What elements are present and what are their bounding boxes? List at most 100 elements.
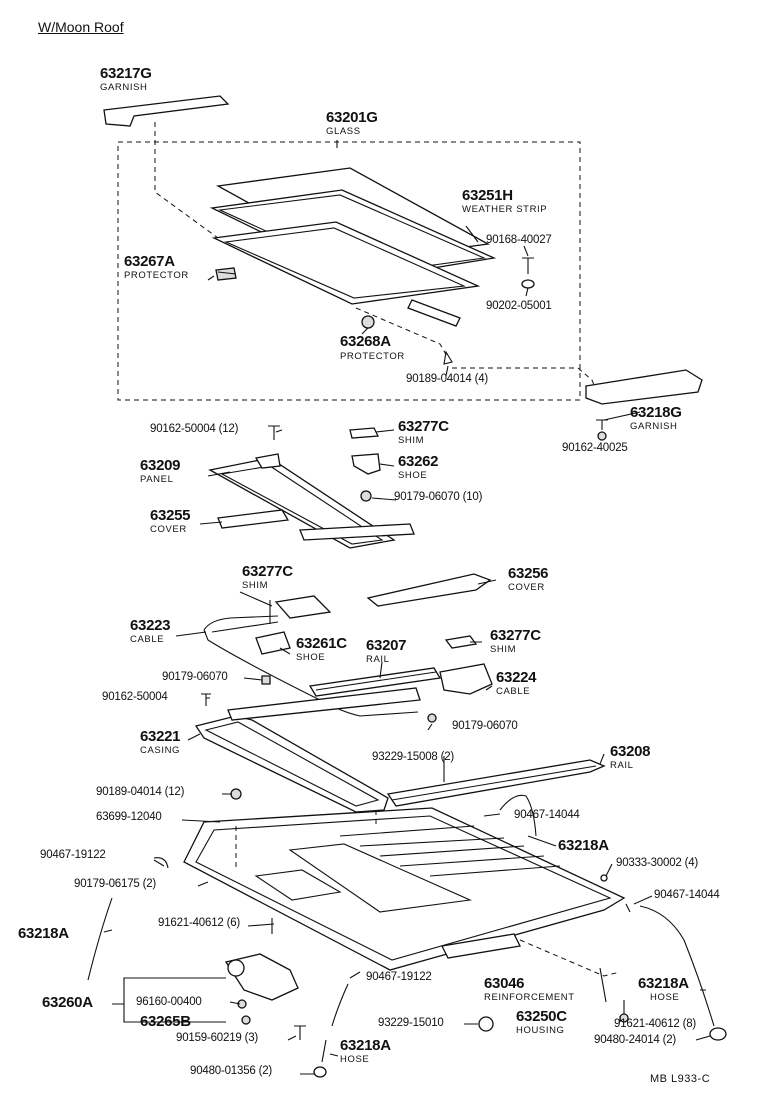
fastener-90179-06070-10: 90179-06070 (10) bbox=[394, 491, 483, 503]
fastener-90179-06175-2: 90179-06175 (2) bbox=[74, 878, 157, 890]
protector-63268a-shape bbox=[361, 315, 375, 329]
hose-63218a-right-shape bbox=[639, 905, 715, 1027]
part-number-63250c: 63250C bbox=[516, 1008, 567, 1025]
glass-assembly-boundary bbox=[117, 141, 581, 401]
fastener-90162-50004-12: 90162-50004 (12) bbox=[150, 423, 239, 435]
part-number-63265b: 63265B bbox=[140, 1013, 191, 1030]
part-number-63256: 63256 bbox=[508, 565, 549, 582]
panel-63209-shape bbox=[208, 457, 396, 549]
part-name-hose-right: HOSE bbox=[650, 992, 680, 1003]
part-number-63209: 63209 bbox=[140, 457, 181, 474]
fastener-96160-00400: 96160-00400 bbox=[136, 996, 202, 1008]
glass-frame-shape bbox=[211, 221, 481, 305]
part-name-glass: GLASS bbox=[326, 126, 361, 137]
part-name-panel: PANEL bbox=[140, 474, 174, 485]
nut-90189-12-shape bbox=[230, 788, 242, 800]
garnish-63217g-shape bbox=[103, 95, 230, 127]
fastener-90333-30002-4: 90333-30002 (4) bbox=[616, 857, 699, 869]
part-number-63251h: 63251H bbox=[462, 187, 513, 204]
part-number-63255: 63255 bbox=[150, 507, 191, 524]
part-number-63217g: 63217G bbox=[100, 65, 152, 82]
fastener-63699-12040: 63699-12040 bbox=[96, 811, 162, 823]
part-number-63260a: 63260A bbox=[42, 994, 93, 1011]
part-number-63277c-c: 63277C bbox=[490, 627, 541, 644]
fastener-90467-14044-b: 90467-14044 bbox=[654, 889, 720, 901]
part-number-63224: 63224 bbox=[496, 669, 537, 686]
shim-63277c-a-shape bbox=[349, 427, 380, 439]
part-number-63267a: 63267A bbox=[124, 253, 175, 270]
part-name-housing: HOUSING bbox=[516, 1025, 565, 1036]
cover-63256-shape bbox=[366, 573, 492, 607]
part-name-rail: RAIL bbox=[366, 654, 390, 665]
part-name-casing: CASING bbox=[140, 745, 181, 756]
garnish-guide-line bbox=[154, 122, 219, 239]
part-number-63277c-b: 63277C bbox=[242, 563, 293, 580]
fastener-90159-60219-3: 90159-60219 (3) bbox=[176, 1032, 259, 1044]
casing-63221-shape bbox=[194, 715, 389, 813]
fastener-90467-14044-a: 90467-14044 bbox=[514, 809, 580, 821]
part-name-shim-b: SHIM bbox=[242, 580, 269, 591]
part-number-63223: 63223 bbox=[130, 617, 171, 634]
part-number-63277c-a: 63277C bbox=[398, 418, 449, 435]
housing-63250c-shape bbox=[183, 807, 626, 971]
part-name-cable-2: CABLE bbox=[496, 686, 531, 697]
part-number-63268a: 63268A bbox=[340, 333, 391, 350]
part-name-shim-a: SHIM bbox=[398, 435, 425, 446]
fastener-90179-06070-a: 90179-06070 bbox=[162, 671, 228, 683]
shim-63277c-b-shape bbox=[274, 595, 332, 619]
part-name-garnish: GARNISH bbox=[100, 82, 148, 93]
fastener-90202-05001: 90202-05001 bbox=[486, 300, 552, 312]
part-name-cable: CABLE bbox=[130, 634, 165, 645]
fastener-90189-04014-4: 90189-04014 (4) bbox=[406, 373, 489, 385]
hose-63218a-left-shape bbox=[87, 897, 113, 981]
part-number-63208: 63208 bbox=[610, 743, 651, 760]
part-name-shoe-2: SHOE bbox=[296, 652, 326, 663]
part-number-63046: 63046 bbox=[484, 975, 525, 992]
fastener-90467-19122-b: 90467-19122 bbox=[366, 971, 432, 983]
fastener-91621-40612-8: 91621-40612 (8) bbox=[614, 1018, 697, 1030]
fastener-90162-50004: 90162-50004 bbox=[102, 691, 168, 703]
part-name-shoe: SHOE bbox=[398, 470, 428, 481]
part-name-cover-2: COVER bbox=[508, 582, 545, 593]
garnish-63218g-shape bbox=[585, 369, 703, 405]
part-name-rail-2: RAIL bbox=[610, 760, 634, 771]
part-number-63201g: 63201G bbox=[326, 109, 378, 126]
part-name-hose-bottom: HOSE bbox=[340, 1054, 370, 1065]
fastener-90189-04014-12: 90189-04014 (12) bbox=[96, 786, 185, 798]
fastener-90168-40027: 90168-40027 bbox=[486, 234, 552, 246]
reinforcement-63046-shape bbox=[441, 933, 521, 959]
protector-63267a-shape bbox=[215, 267, 237, 281]
page-title: W/Moon Roof bbox=[38, 19, 124, 35]
fastener-93229-15010: 93229-15010 bbox=[378, 1017, 444, 1029]
leader-lines bbox=[103, 140, 711, 1075]
shoe-63262-shape bbox=[351, 453, 381, 475]
cover-63255-shape bbox=[217, 509, 290, 529]
part-name-protector: PROTECTOR bbox=[124, 270, 189, 281]
cable-63224-shape bbox=[439, 663, 493, 695]
part-number-63218g: 63218G bbox=[630, 404, 682, 421]
part-number-63218a-right: 63218A bbox=[558, 837, 609, 854]
cable-63223-shape bbox=[203, 615, 419, 717]
part-number-63262: 63262 bbox=[398, 453, 439, 470]
fastener-90162-40025: 90162-40025 bbox=[562, 442, 628, 454]
fastener-93229-15008-2: 93229-15008 (2) bbox=[372, 751, 455, 763]
part-name-shim-c: SHIM bbox=[490, 644, 517, 655]
part-name-weather-strip: WEATHER STRIP bbox=[462, 204, 548, 215]
part-number-63218a-hose-bottom: 63218A bbox=[340, 1037, 391, 1054]
hose-63218a-right-top-shape bbox=[499, 794, 537, 837]
part-number-63218a-hose-right: 63218A bbox=[638, 975, 689, 992]
fastener-90179-06070-b: 90179-06070 bbox=[452, 720, 518, 732]
fastener-90480-24014-2: 90480-24014 (2) bbox=[594, 1034, 677, 1046]
part-name-protector-2: PROTECTOR bbox=[340, 351, 405, 362]
screw-90168-shape bbox=[522, 257, 534, 274]
drawing-code: MB L933-C bbox=[650, 1073, 711, 1085]
fastener-90480-01356-2: 90480-01356 (2) bbox=[190, 1065, 273, 1077]
shim-63277c-c-shape bbox=[444, 635, 478, 649]
part-name-cover: COVER bbox=[150, 524, 187, 535]
rail-63207-shape bbox=[308, 667, 442, 697]
part-number-63261c: 63261C bbox=[296, 635, 347, 652]
hose-63218a-bottom-shape bbox=[331, 983, 349, 1027]
fastener-90467-19122-a: 90467-19122 bbox=[40, 849, 106, 861]
part-number-63221: 63221 bbox=[140, 728, 181, 745]
